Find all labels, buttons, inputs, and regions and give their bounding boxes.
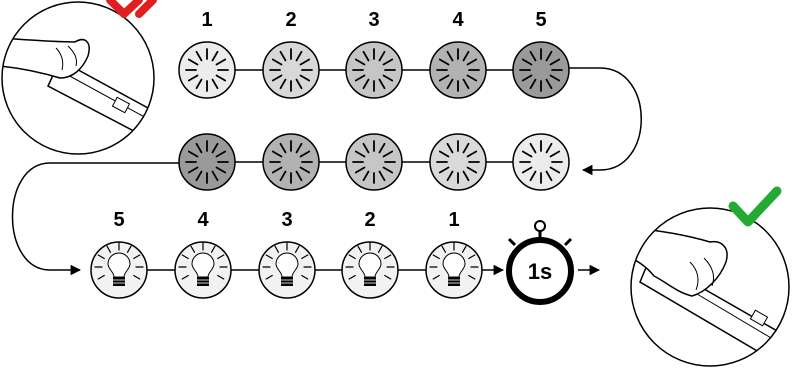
top-indicator-circle [262,41,320,99]
row-connectors [147,69,513,271]
step-label: 2 [364,209,375,231]
top-indicator-circle [345,41,403,99]
step-label: 5 [535,9,546,31]
step-label: 3 [281,209,292,231]
step-label: 3 [368,9,379,31]
lightbulb-icon [191,252,215,286]
bottom-row-bulbs [90,241,483,299]
top-row-indicators [178,41,570,99]
bottom-row-labels: 5 4 3 2 1 [113,209,459,231]
lightbulb-indicator [90,241,148,299]
lightbulb-icon [275,252,299,286]
top-indicator-circle [512,41,570,99]
middle-row-indicators [178,133,570,191]
middle-indicator-circle [429,133,487,191]
check-icon [728,186,782,227]
lightbulb-indicator [425,241,483,299]
middle-indicator-circle [345,133,403,191]
stopwatch-icon: 1s [506,220,574,305]
hand-on-handle-illustration [631,208,789,366]
top-indicator-circle [178,41,236,99]
lightbulb-icon [107,252,131,286]
middle-indicator-circle [512,133,570,191]
lightbulb-indicator [174,241,232,299]
step-label: 4 [452,9,464,31]
step-label: 2 [285,9,296,31]
step-label: 1 [201,9,212,31]
flow-arrow-left-turn [11,162,179,276]
flow-arrow-right-turn [569,67,642,176]
top-row-labels: 1 2 3 4 5 [201,9,546,31]
lightbulb-icon [442,252,466,286]
top-indicator-circle [429,41,487,99]
step-label: 5 [113,209,124,231]
lightbulb-icon [358,252,382,286]
lightbulb-indicator [258,241,316,299]
step-label: 1 [448,209,459,231]
lightbulb-indicator [341,241,399,299]
middle-indicator-circle [178,133,236,191]
wrong-example-magnifier [1,0,157,155]
cross-icon [106,0,157,18]
middle-indicator-circle [262,133,320,191]
step-label: 4 [197,209,209,231]
correct-example-magnifier [630,186,790,367]
timer-label: 1s [528,259,552,284]
